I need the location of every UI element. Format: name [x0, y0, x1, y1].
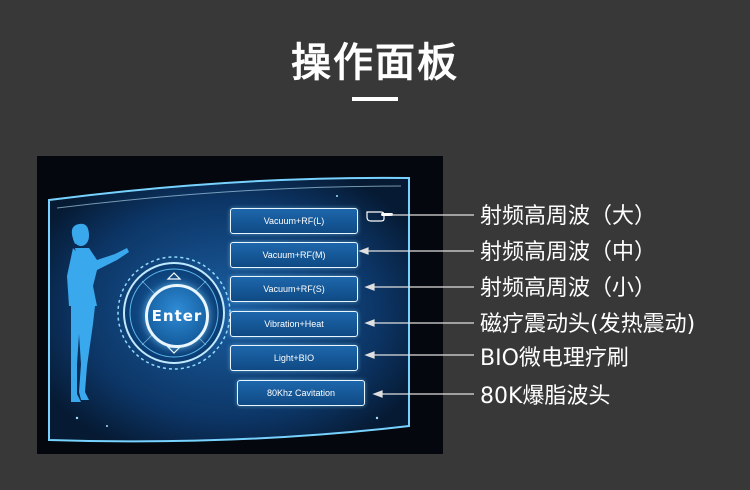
annotation-rf-medium: 射频高周波（中） [480, 240, 657, 265]
annotation-rf-small: 射频高周波（小） [480, 276, 657, 301]
vacuum-rf-large-button[interactable]: Vacuum+RF(L) [230, 208, 358, 234]
enter-button[interactable]: Enter [145, 284, 209, 348]
vibration-heat-button[interactable]: Vibration+Heat [230, 311, 358, 337]
cavitation-button[interactable]: 80Khz Cavitation [237, 380, 365, 406]
vacuum-rf-small-button[interactable]: Vacuum+RF(S) [230, 276, 358, 302]
annotation-bio-brush: BIO微电理疗刷 [480, 346, 629, 371]
annotation-80k-head: 80K爆脂波头 [480, 384, 611, 409]
up-arrow-icon [166, 272, 182, 280]
annotation-vibration-head: 磁疗震动头(发热震动) [480, 312, 696, 337]
title-underline [352, 97, 398, 101]
page-title: 操作面板 [291, 40, 459, 86]
woman-silhouette-icon [67, 223, 129, 402]
vacuum-rf-medium-button[interactable]: Vacuum+RF(M) [230, 242, 358, 268]
annotation-rf-large: 射频高周波（大） [480, 204, 657, 229]
light-bio-button[interactable]: Light+BIO [230, 345, 358, 371]
control-panel-screen: Enter Vacuum+RF(L) Vacuum+RF(M) Vacuum+R… [37, 156, 443, 454]
